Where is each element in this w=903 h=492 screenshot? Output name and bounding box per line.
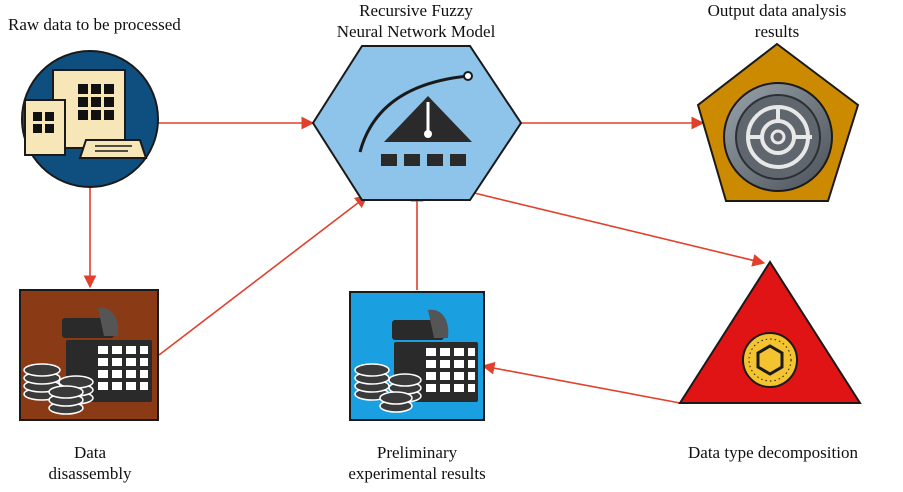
raw-data-node: [21, 50, 159, 188]
output-node: [696, 42, 860, 202]
edges: [83, 116, 766, 404]
decomposition-label: Data type decomposition: [688, 443, 858, 462]
model-label-line2: Neural Network Model: [336, 22, 496, 41]
disassembly-label: Data disassembly: [20, 442, 160, 484]
preliminary-label-line1: Preliminary: [376, 443, 458, 462]
building-document-icon: [24, 69, 148, 159]
model-label: Recursive Fuzzy Neural Network Model: [331, 0, 501, 42]
decomposition-node: [678, 260, 862, 404]
disassembly-node: [19, 289, 159, 421]
database-calculator-icon: [354, 309, 478, 413]
edge-decomposition-to-preliminary: [481, 361, 681, 404]
database-calculator-icon: [23, 307, 152, 415]
raw-data-label: Raw data to be processed: [8, 15, 181, 34]
output-label-line2: results: [754, 22, 800, 41]
preliminary-label: Preliminary experimental results: [332, 442, 502, 484]
preliminary-node: [349, 291, 485, 421]
output-label-line1: Output data analysis: [707, 1, 847, 20]
vault-dial-icon: [723, 82, 833, 192]
model-node: [311, 45, 523, 201]
gauge-triangle-icon: [358, 71, 473, 166]
output-label: Output data analysis results: [692, 0, 862, 42]
edge-model-to-decomposition: [465, 190, 766, 267]
edge-disassembly-to-model: [158, 195, 369, 356]
model-label-line1: Recursive Fuzzy: [359, 1, 473, 20]
disassembly-label-line2: disassembly: [48, 464, 132, 483]
preliminary-label-line2: experimental results: [348, 464, 486, 483]
disassembly-label-line1: Data: [73, 443, 107, 462]
hexagon-coin-icon: [742, 332, 798, 388]
